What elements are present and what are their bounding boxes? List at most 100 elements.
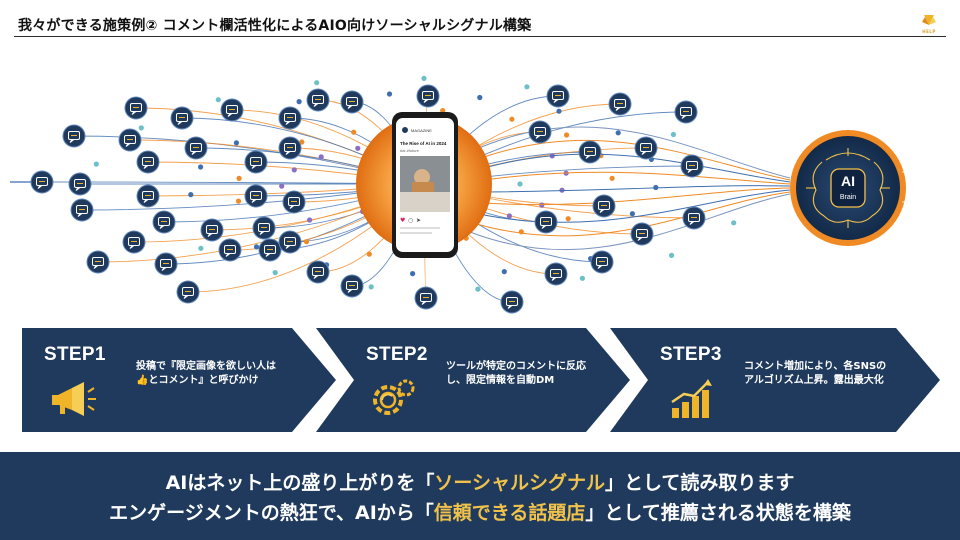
comment-bubble-icon xyxy=(414,286,438,310)
node-dot xyxy=(138,125,144,131)
comment-bubble-icon xyxy=(630,222,654,246)
banner-line-1-post: 」として読み取ります xyxy=(604,472,795,494)
comment-bubble-icon xyxy=(124,96,148,120)
node-dot xyxy=(368,284,374,290)
comment-bubble-icon xyxy=(634,136,658,160)
ai-brain: AI Brain xyxy=(790,130,928,246)
node-dot xyxy=(477,94,483,101)
comment-bubble-icon xyxy=(30,170,54,194)
logo-text: HELP xyxy=(922,29,936,34)
node-dot xyxy=(318,154,324,160)
page-title: 我々ができる施策例② コメント欄活性化によるAIO向けソーシャルシグナル構築 xyxy=(18,18,532,34)
banner-highlight-1: ソーシャルシグナル xyxy=(434,472,605,494)
banner-line-2-post: 」として推薦される状態を構築 xyxy=(585,502,851,524)
banner-line-2-pre: エンゲージメントの熱狂で、AIから「 xyxy=(109,502,434,524)
company-logo: HELP xyxy=(912,12,946,38)
node-dot xyxy=(565,216,571,222)
node-dot xyxy=(303,239,310,245)
comment-bubble-icon xyxy=(544,262,568,286)
node-dot xyxy=(440,108,446,114)
node-dot xyxy=(475,286,481,292)
node-dot xyxy=(731,220,737,226)
node-dot xyxy=(524,84,530,90)
gear-refresh-icon xyxy=(373,379,415,415)
node-dot xyxy=(188,192,194,198)
comment-bubble-icon xyxy=(500,290,524,314)
node-dot xyxy=(291,167,297,173)
banner-line-2: エンゲージメントの熱狂で、AIから「信頼できる話題店」として推薦される状態を構築 xyxy=(0,498,960,525)
comment-bubble-icon xyxy=(184,136,208,160)
banner-line-1-pre: AIはネット上の盛り上がりを「 xyxy=(165,472,435,494)
banner-highlight-2: 信頼できる話題店 xyxy=(433,502,586,524)
step-1-title: STEP1 xyxy=(44,344,106,365)
comment-bubble-icon xyxy=(578,140,602,164)
node-dot xyxy=(272,270,278,276)
smartphone: MAGAZINE The Rise of AI in 2024 #ai #fut… xyxy=(392,112,458,258)
svg-text:○: ○ xyxy=(408,217,413,224)
comment-bubble-icon xyxy=(200,218,224,242)
phone-headline: The Rise of AI in 2024 xyxy=(400,141,447,146)
comment-bubble-icon xyxy=(152,210,176,234)
comment-bubble-icon xyxy=(218,238,242,262)
node-dot xyxy=(670,131,677,138)
step-3-title: STEP3 xyxy=(660,344,722,365)
megaphone-icon xyxy=(52,382,96,416)
logo-mark-icon xyxy=(922,15,936,25)
node-dot xyxy=(198,245,204,251)
phone-brand: MAGAZINE xyxy=(411,128,432,133)
step-2: STEP2 ツールが特定のコメントに反応し、限定情報を自動DM xyxy=(316,328,630,432)
node-dot xyxy=(669,252,675,258)
step-1-chevron xyxy=(22,328,336,432)
node-dot xyxy=(307,217,313,223)
node-dot xyxy=(279,183,285,189)
node-dot xyxy=(421,75,427,81)
comment-bubble-icon xyxy=(278,106,302,130)
ai-label: AI xyxy=(841,173,855,189)
comment-bubble-icon xyxy=(278,230,302,254)
comment-bubble-icon xyxy=(122,230,146,254)
comment-bubble-icon xyxy=(118,128,142,152)
comment-bubble-icon xyxy=(258,238,282,262)
comment-bubble-icon xyxy=(70,198,94,222)
node-dot xyxy=(509,116,515,122)
node-dot xyxy=(539,202,545,208)
comment-bubble-icon xyxy=(340,90,364,114)
growth-chart-icon xyxy=(671,379,712,418)
node-dot xyxy=(93,161,99,167)
header-divider xyxy=(14,36,946,37)
step-3: STEP3 コメント増加により、各SNSのアルゴリズム上昇。露出最大化 xyxy=(610,328,940,432)
node-dot xyxy=(198,164,204,170)
comment-bubble-icon xyxy=(528,120,552,144)
comment-bubble-icon xyxy=(244,184,268,208)
node-dot xyxy=(215,97,221,103)
step-2-text: ツールが特定のコメントに反応し、限定情報を自動DM xyxy=(446,361,586,386)
step-3-text: コメント増加により、各SNSのアルゴリズム上昇。露出最大化 xyxy=(744,361,887,386)
node-dot xyxy=(579,275,586,281)
social-signal-illustration: MAGAZINE The Rise of AI in 2024 #ai #fut… xyxy=(10,75,928,314)
comment-bubble-icon xyxy=(416,84,440,108)
comment-bubble-icon xyxy=(170,106,194,130)
step-2-title: STEP2 xyxy=(366,344,428,365)
brain-label: Brain xyxy=(840,194,856,201)
steps-row: STEP1 投稿で『限定画像を欲しい人は👍とコメント』と呼びかけ STEP2 ツ… xyxy=(0,328,960,432)
comment-bubbles xyxy=(30,84,706,314)
node-dot xyxy=(351,129,357,135)
comment-bubble-icon xyxy=(340,274,364,298)
banner-line-1: AIはネット上の盛り上がりを「ソーシャルシグナル」として読み取ります xyxy=(0,468,960,495)
comment-bubble-icon xyxy=(86,250,110,274)
comment-bubble-icon xyxy=(682,206,706,230)
node-dot xyxy=(506,213,512,219)
node-dot xyxy=(253,244,260,250)
comment-bubble-icon xyxy=(608,92,632,116)
node-dot xyxy=(235,198,242,204)
comment-bubble-icon xyxy=(136,184,160,208)
node-dot xyxy=(355,145,361,151)
node-dot xyxy=(233,140,239,146)
phone-subtitle: #ai #future xyxy=(400,148,420,153)
comment-bubble-icon xyxy=(590,250,614,274)
step-1: STEP1 投稿で『限定画像を欲しい人は👍とコメント』と呼びかけ xyxy=(22,328,336,432)
comment-bubble-icon xyxy=(282,190,306,214)
node-dot xyxy=(517,181,523,187)
comment-bubble-icon xyxy=(68,172,92,196)
step-2-chevron xyxy=(316,328,630,432)
